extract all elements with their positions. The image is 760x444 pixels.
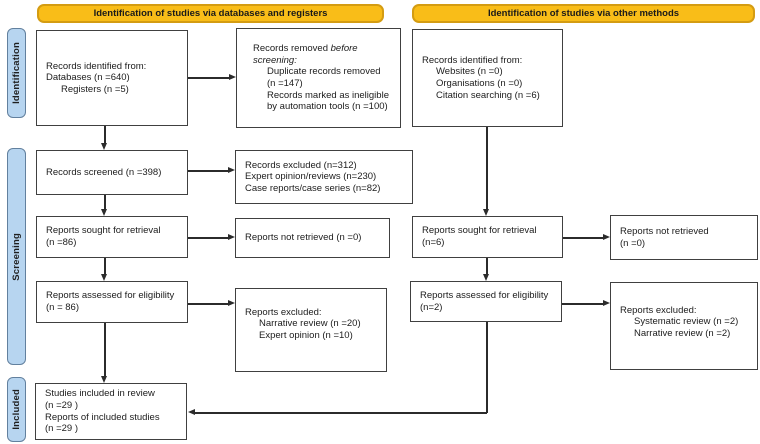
arrow-down-icon <box>483 274 489 281</box>
arrow-left-icon <box>188 409 195 415</box>
text-line: Narrative review (n =20) <box>259 318 361 330</box>
connector-db-1 <box>104 126 106 143</box>
text-line: Case reports/case series (n=82) <box>245 182 381 194</box>
text-line: Narrative review (n =2) <box>634 327 731 339</box>
text-line: Reports of included studies <box>45 411 160 423</box>
text-line: Reports excluded: <box>245 306 322 318</box>
text-line: by automation tools (n =100) <box>267 101 388 113</box>
text-line: Expert opinion/reviews (n=230) <box>245 171 377 183</box>
stage-included: Included <box>7 377 26 442</box>
stage-label: Included <box>11 389 22 430</box>
box-reports-not-retrieved-other: Reports not retrieved (n =0) <box>610 215 758 260</box>
text-line: Studies included in review <box>45 388 155 400</box>
box-reports-excluded-other: Reports excluded: Systematic review (n =… <box>610 282 758 370</box>
arrow-right-icon <box>229 74 236 80</box>
arrow-right-icon <box>228 234 235 240</box>
text-line: Reports assessed for eligibility <box>46 290 175 302</box>
connector-other-excl-1 <box>563 237 603 239</box>
box-reports-assessed-other: Reports assessed for eligibility (n=2) <box>410 281 562 322</box>
arrow-down-icon <box>101 209 107 216</box>
arrow-down-icon <box>101 376 107 383</box>
text-line: Duplicate records removed <box>267 66 381 78</box>
box-included-studies: Studies included in review (n =29 ) Repo… <box>35 383 187 440</box>
box-reports-sought-db: Reports sought for retrieval (n =86) <box>36 216 188 258</box>
text-line: (n=6) <box>422 237 445 248</box>
text-line: Records marked as ineligible <box>267 89 389 101</box>
box-reports-sought-other: Reports sought for retrieval (n=6) <box>412 216 563 258</box>
box-records-identified-db: Records identified from: Databases (n =6… <box>36 30 188 126</box>
arrow-right-icon <box>603 300 610 306</box>
connector-elbow-horizontal <box>195 412 487 414</box>
text-line: (n = 86) <box>46 302 80 313</box>
text-line: (n =147) <box>267 78 303 89</box>
header-other-methods: Identification of studies via other meth… <box>412 4 755 23</box>
connector-db-excl-1 <box>188 77 229 79</box>
text-line: Reports not retrieved <box>620 225 709 237</box>
stage-label: Identification <box>11 42 22 104</box>
text-line: Records identified from: <box>46 60 147 72</box>
text-line: Records identified from: <box>422 54 523 66</box>
header-label: Identification of studies via databases … <box>93 8 328 19</box>
connector-db-2 <box>104 195 106 209</box>
connector-db-excl-3 <box>188 237 228 239</box>
text-line: Reports excluded: <box>620 304 697 316</box>
text-line: Organisations (n =0) <box>436 78 523 89</box>
stage-screening: Screening <box>7 148 26 365</box>
box-reports-assessed-db: Reports assessed for eligibility (n = 86… <box>36 281 188 323</box>
connector-db-3 <box>104 258 106 274</box>
text-line: (n=2) <box>420 301 443 313</box>
box-records-screened: Records screened (n =398) <box>36 150 188 195</box>
stage-label: Screening <box>11 232 22 281</box>
text-line: Reports sought for retrieval <box>422 225 537 237</box>
connector-other-2 <box>486 258 488 274</box>
box-reports-not-retrieved-db: Reports not retrieved (n =0) <box>235 218 390 258</box>
connector-other-1 <box>486 127 488 209</box>
connector-db-excl-2 <box>188 170 228 172</box>
arrow-right-icon <box>603 234 610 240</box>
arrow-down-icon <box>101 143 107 150</box>
text-line: (n =29 ) <box>45 423 79 435</box>
text-line: Reports sought for retrieval <box>46 225 161 237</box>
text-line: Expert opinion (n =10) <box>259 329 353 341</box>
box-records-identified-other: Records identified from: Websites (n =0)… <box>412 29 563 127</box>
text-line: screening: <box>253 54 297 66</box>
header-databases-registers: Identification of studies via databases … <box>37 4 384 23</box>
text-line: Citation searching (n =6) <box>436 89 540 101</box>
text-line: Records removed before <box>253 43 358 55</box>
text-line: Websites (n =0) <box>436 66 503 78</box>
connector-db-4 <box>104 323 106 376</box>
text-line: Records excluded (n=312) <box>245 159 357 171</box>
text-line: (n =29 ) <box>45 399 79 411</box>
connector-db-excl-4 <box>188 303 228 305</box>
text-line: (n =86) <box>46 237 77 248</box>
stage-identification: Identification <box>7 28 26 118</box>
text-line: Registers (n =5) <box>61 83 129 95</box>
box-reports-excluded-db: Reports excluded: Narrative review (n =2… <box>235 288 387 372</box>
text-line: Reports not retrieved (n =0) <box>245 232 362 244</box>
text-line: Records screened (n =398) <box>46 166 162 178</box>
arrow-down-icon <box>101 274 107 281</box>
arrow-right-icon <box>228 167 235 173</box>
text-line: (n =0) <box>620 237 646 249</box>
box-records-excluded: Records excluded (n=312) Expert opinion/… <box>235 150 413 204</box>
header-label: Identification of studies via other meth… <box>487 8 680 19</box>
text-line: Reports assessed for eligibility <box>420 289 549 301</box>
text-line: Systematic review (n =2) <box>634 316 739 328</box>
arrow-down-icon <box>483 209 489 216</box>
connector-elbow-vertical <box>486 322 488 413</box>
connector-other-excl-2 <box>562 303 603 305</box>
text-line: Databases (n =640) <box>46 72 130 84</box>
arrow-right-icon <box>228 300 235 306</box>
box-records-removed: Records removed before screening: Duplic… <box>236 28 401 128</box>
